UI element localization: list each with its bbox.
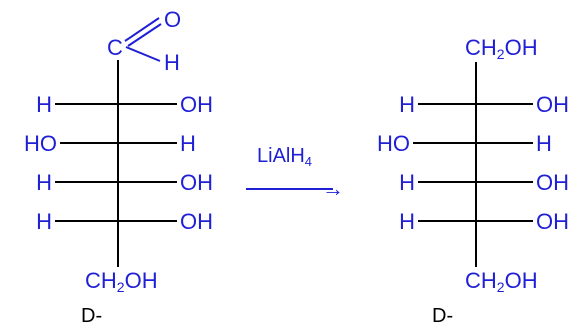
reactant-carbonyl-oxygen: O — [164, 7, 181, 32]
product-bottom-ch: CH — [465, 268, 497, 293]
reactant-row-1-right: OH — [180, 92, 213, 117]
reactant-row-4-right: OH — [180, 209, 213, 234]
reagent-main: LiAlH — [257, 145, 305, 167]
product-bottom-oh: OH — [505, 268, 538, 293]
reactant-bottom-ch: CH — [85, 268, 117, 293]
product-structure: CH2OH H OH HO H H OH H OH CH2OH D- — [377, 35, 569, 327]
product-top-group: CH2OH — [465, 35, 538, 62]
product-row-2-left: HO — [377, 131, 410, 156]
product-caption: D- — [432, 305, 453, 327]
product-row-3-left: H — [399, 170, 415, 195]
reactant-bottom-subscript: 2 — [117, 279, 125, 295]
reaction-arrow-head: → — [322, 176, 344, 201]
product-row-1-left: H — [399, 92, 415, 117]
reactant-row-4-left: H — [36, 209, 52, 234]
carbonyl-double-bond-2 — [127, 23, 162, 47]
reactant-row-3-right: OH — [180, 170, 213, 195]
product-row-4-right: OH — [536, 209, 569, 234]
product-bottom-subscript: 2 — [497, 279, 505, 295]
product-row-4-left: H — [399, 209, 415, 234]
reactant-row-2-right: H — [180, 131, 196, 156]
reactant-row-1-left: H — [36, 92, 52, 117]
carbonyl-double-bond-1 — [124, 17, 160, 42]
reactant-bottom-oh: OH — [125, 268, 158, 293]
product-top-subscript: 2 — [497, 46, 505, 62]
reactant-row-3-left: H — [36, 170, 52, 195]
product-row-1-right: OH — [536, 92, 569, 117]
reactant-carbonyl-carbon: C — [107, 35, 123, 60]
reactant-bottom-group: CH2OH — [85, 268, 158, 295]
reaction-conditions: LiAlH4 → — [246, 145, 344, 201]
reactant-row-2-left: HO — [24, 131, 57, 156]
reactant-structure: C O H H OH HO H H OH H OH CH2OH D- — [24, 7, 213, 327]
product-bottom-group: CH2OH — [465, 268, 538, 295]
reagent-subscript: 4 — [305, 154, 312, 169]
reactant-aldehyde-hydrogen: H — [164, 50, 180, 75]
reactant-caption: D- — [81, 305, 102, 327]
product-top-oh: OH — [505, 35, 538, 60]
reagent-label: LiAlH4 — [257, 145, 312, 169]
product-row-3-right: OH — [536, 170, 569, 195]
product-top-ch: CH — [465, 35, 497, 60]
aldehyde-h-bond — [125, 46, 161, 62]
product-row-2-right: H — [536, 131, 552, 156]
